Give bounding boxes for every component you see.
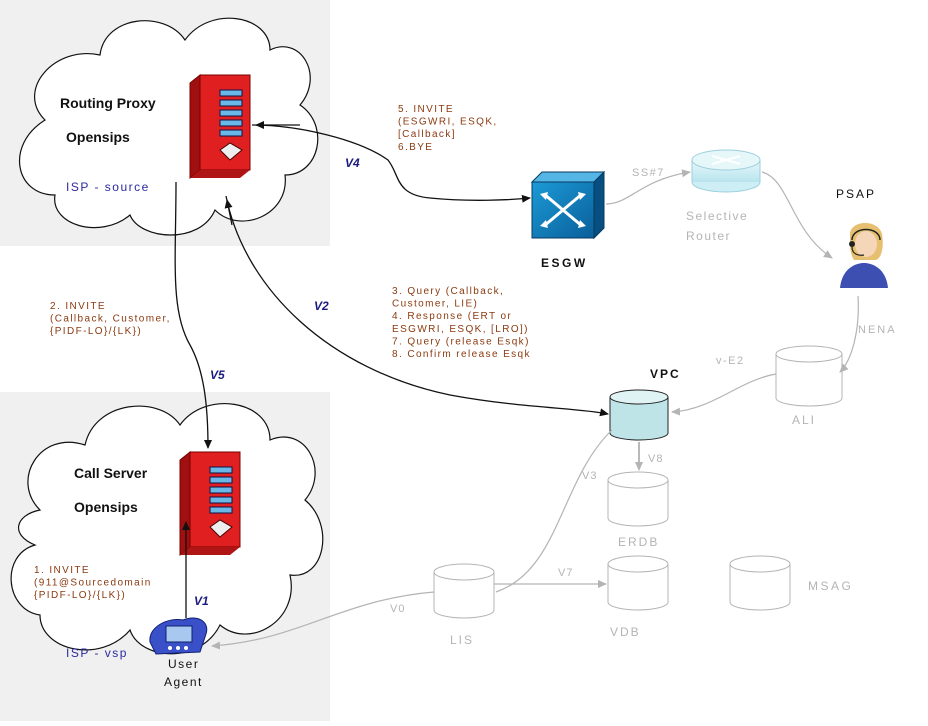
message-m3-line: 8. Confirm release Esqk [392,349,531,360]
esgw-switch-icon [530,170,606,240]
message-m1-line: 1. INVITE [34,565,90,576]
psap-operator-icon [840,222,888,288]
message-m1-line: {PIDF-LO}/{LK}) [34,590,126,601]
erdb-database-icon [607,471,669,527]
message-m3-line: ESGWRI, ESQK, [LRO]) [392,324,529,335]
message-m5-line: (ESGWRI, ESQK, [398,117,498,128]
v2-label: V2 [314,299,329,313]
message-m3-line: 7. Query (release Esqk) [392,336,530,347]
routing-proxy-title: Routing Proxy [60,95,156,111]
v3-lis-to-vpc-link [495,429,613,593]
v4-routing-esgw-link [251,124,531,203]
v8-label: V8 [648,453,663,465]
v1-label: V1 [194,594,209,608]
v2-vpc-to-routing-head [224,199,233,226]
message-3-query: 3. Query (Callback, Customer, LIE)4. Resp… [392,286,531,360]
vpc-label: VPC [650,367,681,381]
v0-label: V0 [390,603,405,615]
call-server-title: Call Server [74,465,148,481]
message-m3-line: 4. Response (ERT or [392,311,512,322]
message-m3-line: Customer, LIE) [392,299,478,310]
message-1-invite: 1. INVITE (911@Sourcedomain{PIDF-LO}/{LK}… [34,565,152,601]
ali-label: ALI [792,413,816,427]
selective-router-label-line2: Router [686,229,731,243]
user-agent-label-line2: Agent [164,675,203,689]
ve2-label: v-E2 [716,355,745,367]
call-server-icon [179,450,241,557]
routing-proxy-server-icon [189,73,251,180]
router-to-psap-link [761,171,833,259]
isp-source-label: ISP - source [66,180,150,194]
esgw-label: ESGW [541,256,588,270]
v3-label: V3 [582,470,597,482]
routing-proxy-subtitle: Opensips [66,129,130,145]
user-agent-label-line1: User [168,657,199,671]
v4-label: V4 [345,156,360,170]
isp-vsp-label: ISP - vsp [66,646,128,660]
selective-router-label-line1: Selective [686,209,748,223]
vdb-database-icon [607,555,669,611]
ali-database-icon [775,345,843,407]
erdb-label: ERDB [618,535,659,549]
psap-label: PSAP [836,187,876,201]
v5-routing-call-link [174,181,212,449]
message-5-invite: 5. INVITE (ESGWRI, ESQK,[Callback] 6.BYE [398,104,498,153]
message-m5-line: 5. INVITE [398,104,454,115]
vdb-label: VDB [610,625,641,639]
v7-label: V7 [558,567,573,579]
call-server-subtitle: Opensips [74,499,138,515]
message-m1-line: (911@Sourcedomain [34,578,152,589]
ve2-ali-to-vpc-link [671,373,777,416]
v0-lis-to-user-agent-link [211,591,435,650]
routing-proxy-cloud [18,17,319,236]
ss7-label: SS#7 [632,167,665,179]
msag-label: MSAG [808,579,853,593]
message-2-invite: 2. INVITE (Callback, Customer,{PIDF-LO}/{… [50,301,171,337]
message-m3-line: 3. Query (Callback, [392,286,504,297]
v5-label: V5 [210,368,225,382]
nena-psap-to-ali-link [839,295,859,373]
user-agent-phone-icon [149,617,208,655]
v2-routing-vpc-link [225,195,609,417]
selective-router-icon [691,149,761,193]
message-m2-line: (Callback, Customer, [50,314,171,325]
message-m2-line: 2. INVITE [50,301,106,312]
ss7-esgw-to-router-link [605,169,691,205]
nena-label: NENA [858,324,897,336]
lis-label: LIS [450,633,474,647]
lis-database-icon [433,563,495,619]
msag-database-icon [729,555,791,611]
call-server-cloud [10,403,324,655]
message-m5-line: [Callback] [398,129,456,140]
vpc-database-icon [609,389,669,441]
message-m5-line: 6.BYE [398,142,433,153]
message-m2-line: {PIDF-LO}/{LK}) [50,326,142,337]
